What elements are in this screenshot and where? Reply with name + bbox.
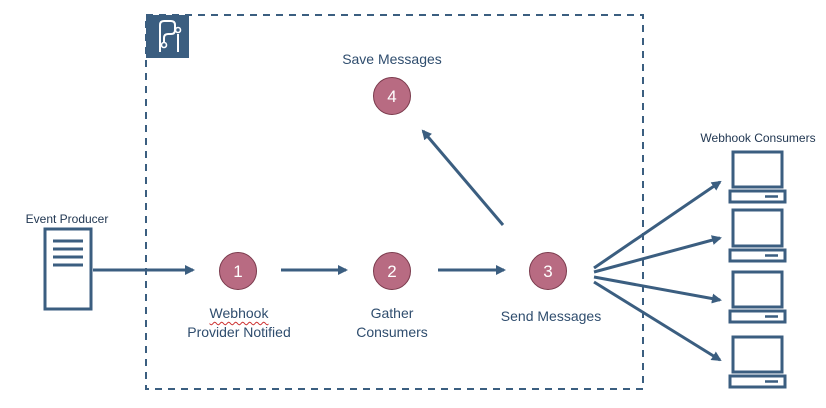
arrow-to-consumer-1 bbox=[593, 180, 722, 270]
step-4-badge: 4 bbox=[373, 77, 411, 115]
webhook-logo-icon bbox=[146, 15, 189, 58]
computer-icon bbox=[728, 335, 787, 389]
step-3-label: Send Messages bbox=[500, 308, 602, 324]
computer-icon bbox=[728, 150, 787, 204]
step-4-label: Save Messages bbox=[342, 51, 442, 67]
arrow-to-consumer-3 bbox=[593, 275, 722, 304]
arrow-step3-to-step4 bbox=[421, 129, 505, 226]
step-3-badge: 3 bbox=[529, 252, 567, 290]
step-1-label: Webhook Provider Notified bbox=[168, 304, 310, 342]
provider-boundary bbox=[145, 14, 644, 390]
event-producer-label: Event Producer bbox=[25, 212, 109, 226]
arrow-to-consumer-4 bbox=[593, 280, 722, 362]
step-2-badge: 2 bbox=[373, 252, 411, 290]
step-1-badge: 1 bbox=[219, 252, 257, 290]
step-2-label-line1: Gather bbox=[370, 305, 414, 321]
step-2-label: Gather Consumers bbox=[332, 304, 452, 342]
arrow-to-consumer-2 bbox=[593, 235, 722, 274]
computer-icon bbox=[728, 208, 787, 263]
computer-icon bbox=[728, 270, 787, 324]
step-2-label-line2: Consumers bbox=[356, 324, 428, 340]
step-1-label-line2: Provider Notified bbox=[187, 324, 291, 340]
webhook-consumers-label: Webhook Consumers bbox=[700, 131, 816, 145]
step-1-label-line1: Webhook bbox=[209, 305, 269, 321]
server-icon bbox=[43, 227, 93, 311]
